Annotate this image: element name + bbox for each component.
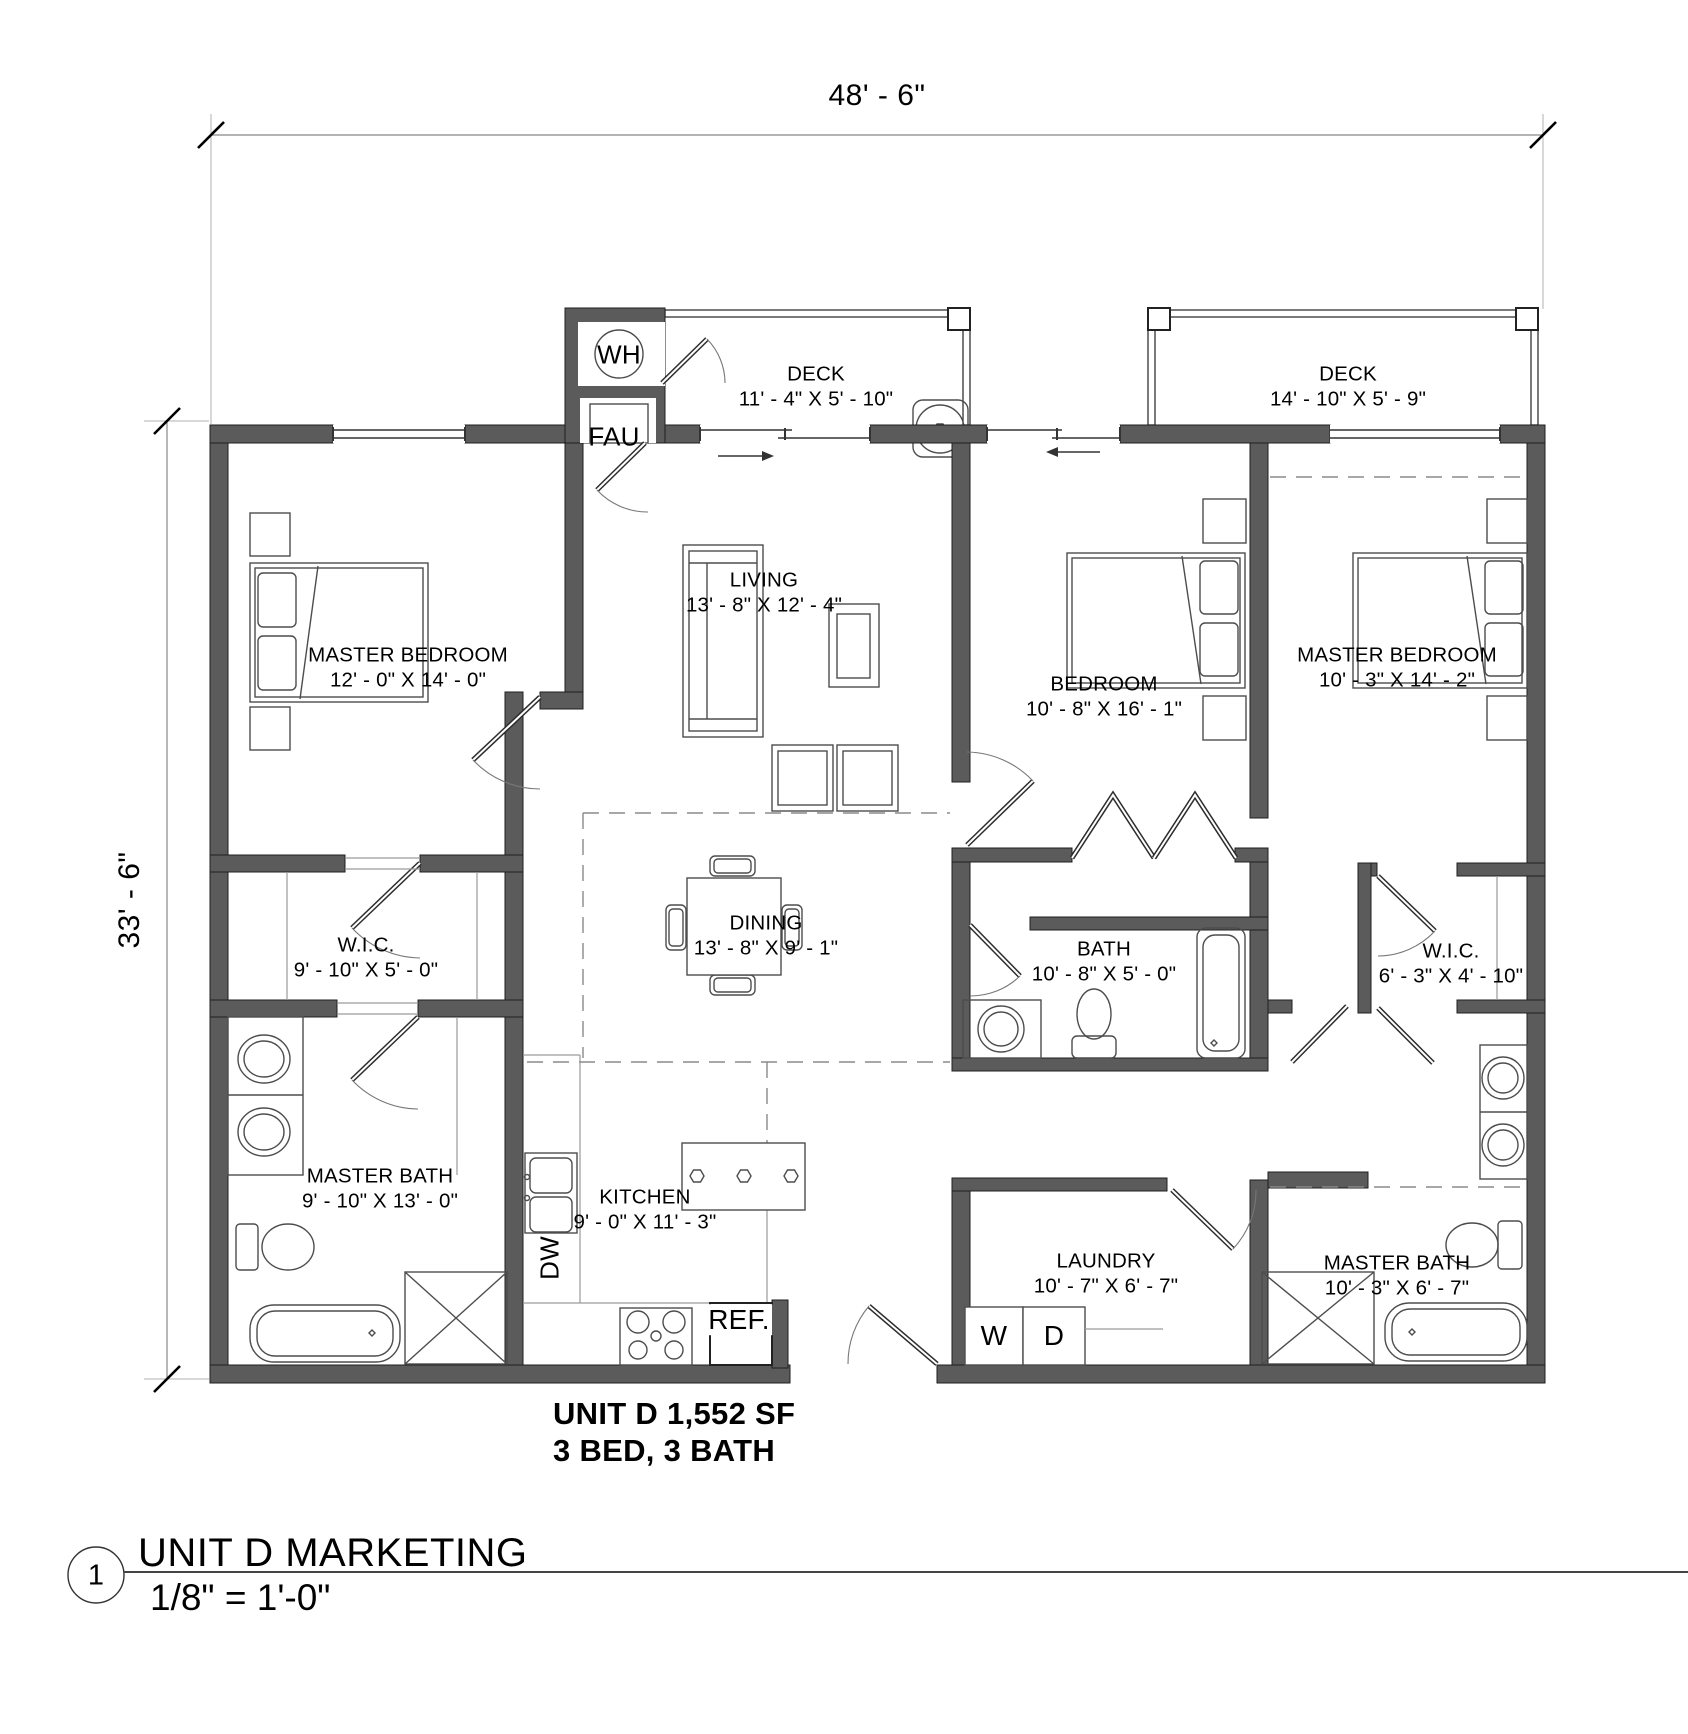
toilet-symbol — [235, 1223, 259, 1271]
kitchen-island — [681, 1142, 806, 1211]
fau-symbol — [589, 403, 649, 444]
sofa — [682, 544, 764, 738]
armchairs — [771, 744, 899, 812]
room-label-wic-right: W.I.C.6' - 3" X 4' - 10" — [1378, 939, 1524, 987]
tub-symbol — [1384, 1302, 1528, 1362]
tub-symbol — [249, 1304, 401, 1363]
bed-master-right — [1352, 498, 1528, 741]
dishwasher-label: DW — [534, 1236, 565, 1280]
exterior-walls — [209, 424, 1546, 1384]
sheet-scale: 1/8" = 1'-0" — [150, 1577, 331, 1618]
stove-symbol — [619, 1307, 693, 1366]
fau-label: FAU — [588, 421, 640, 452]
toilet-symbol — [1076, 988, 1112, 1040]
dimension-left-label: 33' - 6" — [113, 851, 146, 949]
master-bath-left-fixtures — [227, 1016, 508, 1365]
title-block-graphics — [67, 1546, 1688, 1604]
bed-middle — [1066, 498, 1247, 741]
sink-symbol — [1481, 1056, 1525, 1100]
room-label-wic-left: W.I.C.9' - 10" X 5' - 0" — [293, 933, 439, 981]
unit-summary: UNIT D 1,552 SF 3 BED, 3 BATH — [553, 1395, 795, 1469]
coffee-table — [828, 603, 880, 688]
water-heater-label: WH — [597, 339, 641, 370]
dining-set — [665, 855, 803, 996]
dimension-top-label: 48' - 6" — [828, 79, 926, 112]
sink-symbol — [977, 1005, 1025, 1053]
kitchen-sink — [523, 1152, 578, 1234]
vanity — [227, 1016, 304, 1176]
sink-symbol — [237, 1107, 291, 1157]
windows — [332, 425, 1501, 461]
doors — [350, 337, 1437, 1366]
refrigerator-label: REF. — [705, 1303, 773, 1337]
sheet-title: UNIT D MARKETING — [138, 1531, 528, 1575]
opening-guides — [286, 857, 1498, 1175]
washer-label: W — [980, 1320, 1008, 1352]
detail-number: 1 — [87, 1559, 105, 1592]
tub-symbol — [1196, 927, 1246, 1059]
shower-symbol — [404, 1271, 508, 1365]
bath-fixtures — [962, 927, 1246, 1059]
master-bath-right-fixtures — [1261, 1044, 1528, 1365]
water-heater-symbol — [594, 329, 644, 379]
shower-symbol — [1261, 1271, 1375, 1365]
unit-summary-line1: UNIT D 1,552 SF — [553, 1396, 796, 1431]
kitchen-counters — [523, 1054, 768, 1304]
dryer-label: D — [1043, 1320, 1065, 1352]
interior-walls — [209, 442, 1546, 1366]
dashed-reference-lines — [527, 476, 1527, 1188]
dimension-top — [197, 114, 1557, 424]
utility-closet — [564, 307, 666, 444]
sink-symbol — [237, 1034, 291, 1084]
washer-dryer-symbols — [964, 1306, 1163, 1366]
deck-right-structure — [1147, 307, 1539, 426]
unit-summary-line2: 3 BED, 3 BATH — [553, 1433, 776, 1469]
bed-master-left — [249, 512, 429, 751]
sink-symbol — [1481, 1123, 1525, 1167]
dimension-left — [144, 407, 209, 1393]
